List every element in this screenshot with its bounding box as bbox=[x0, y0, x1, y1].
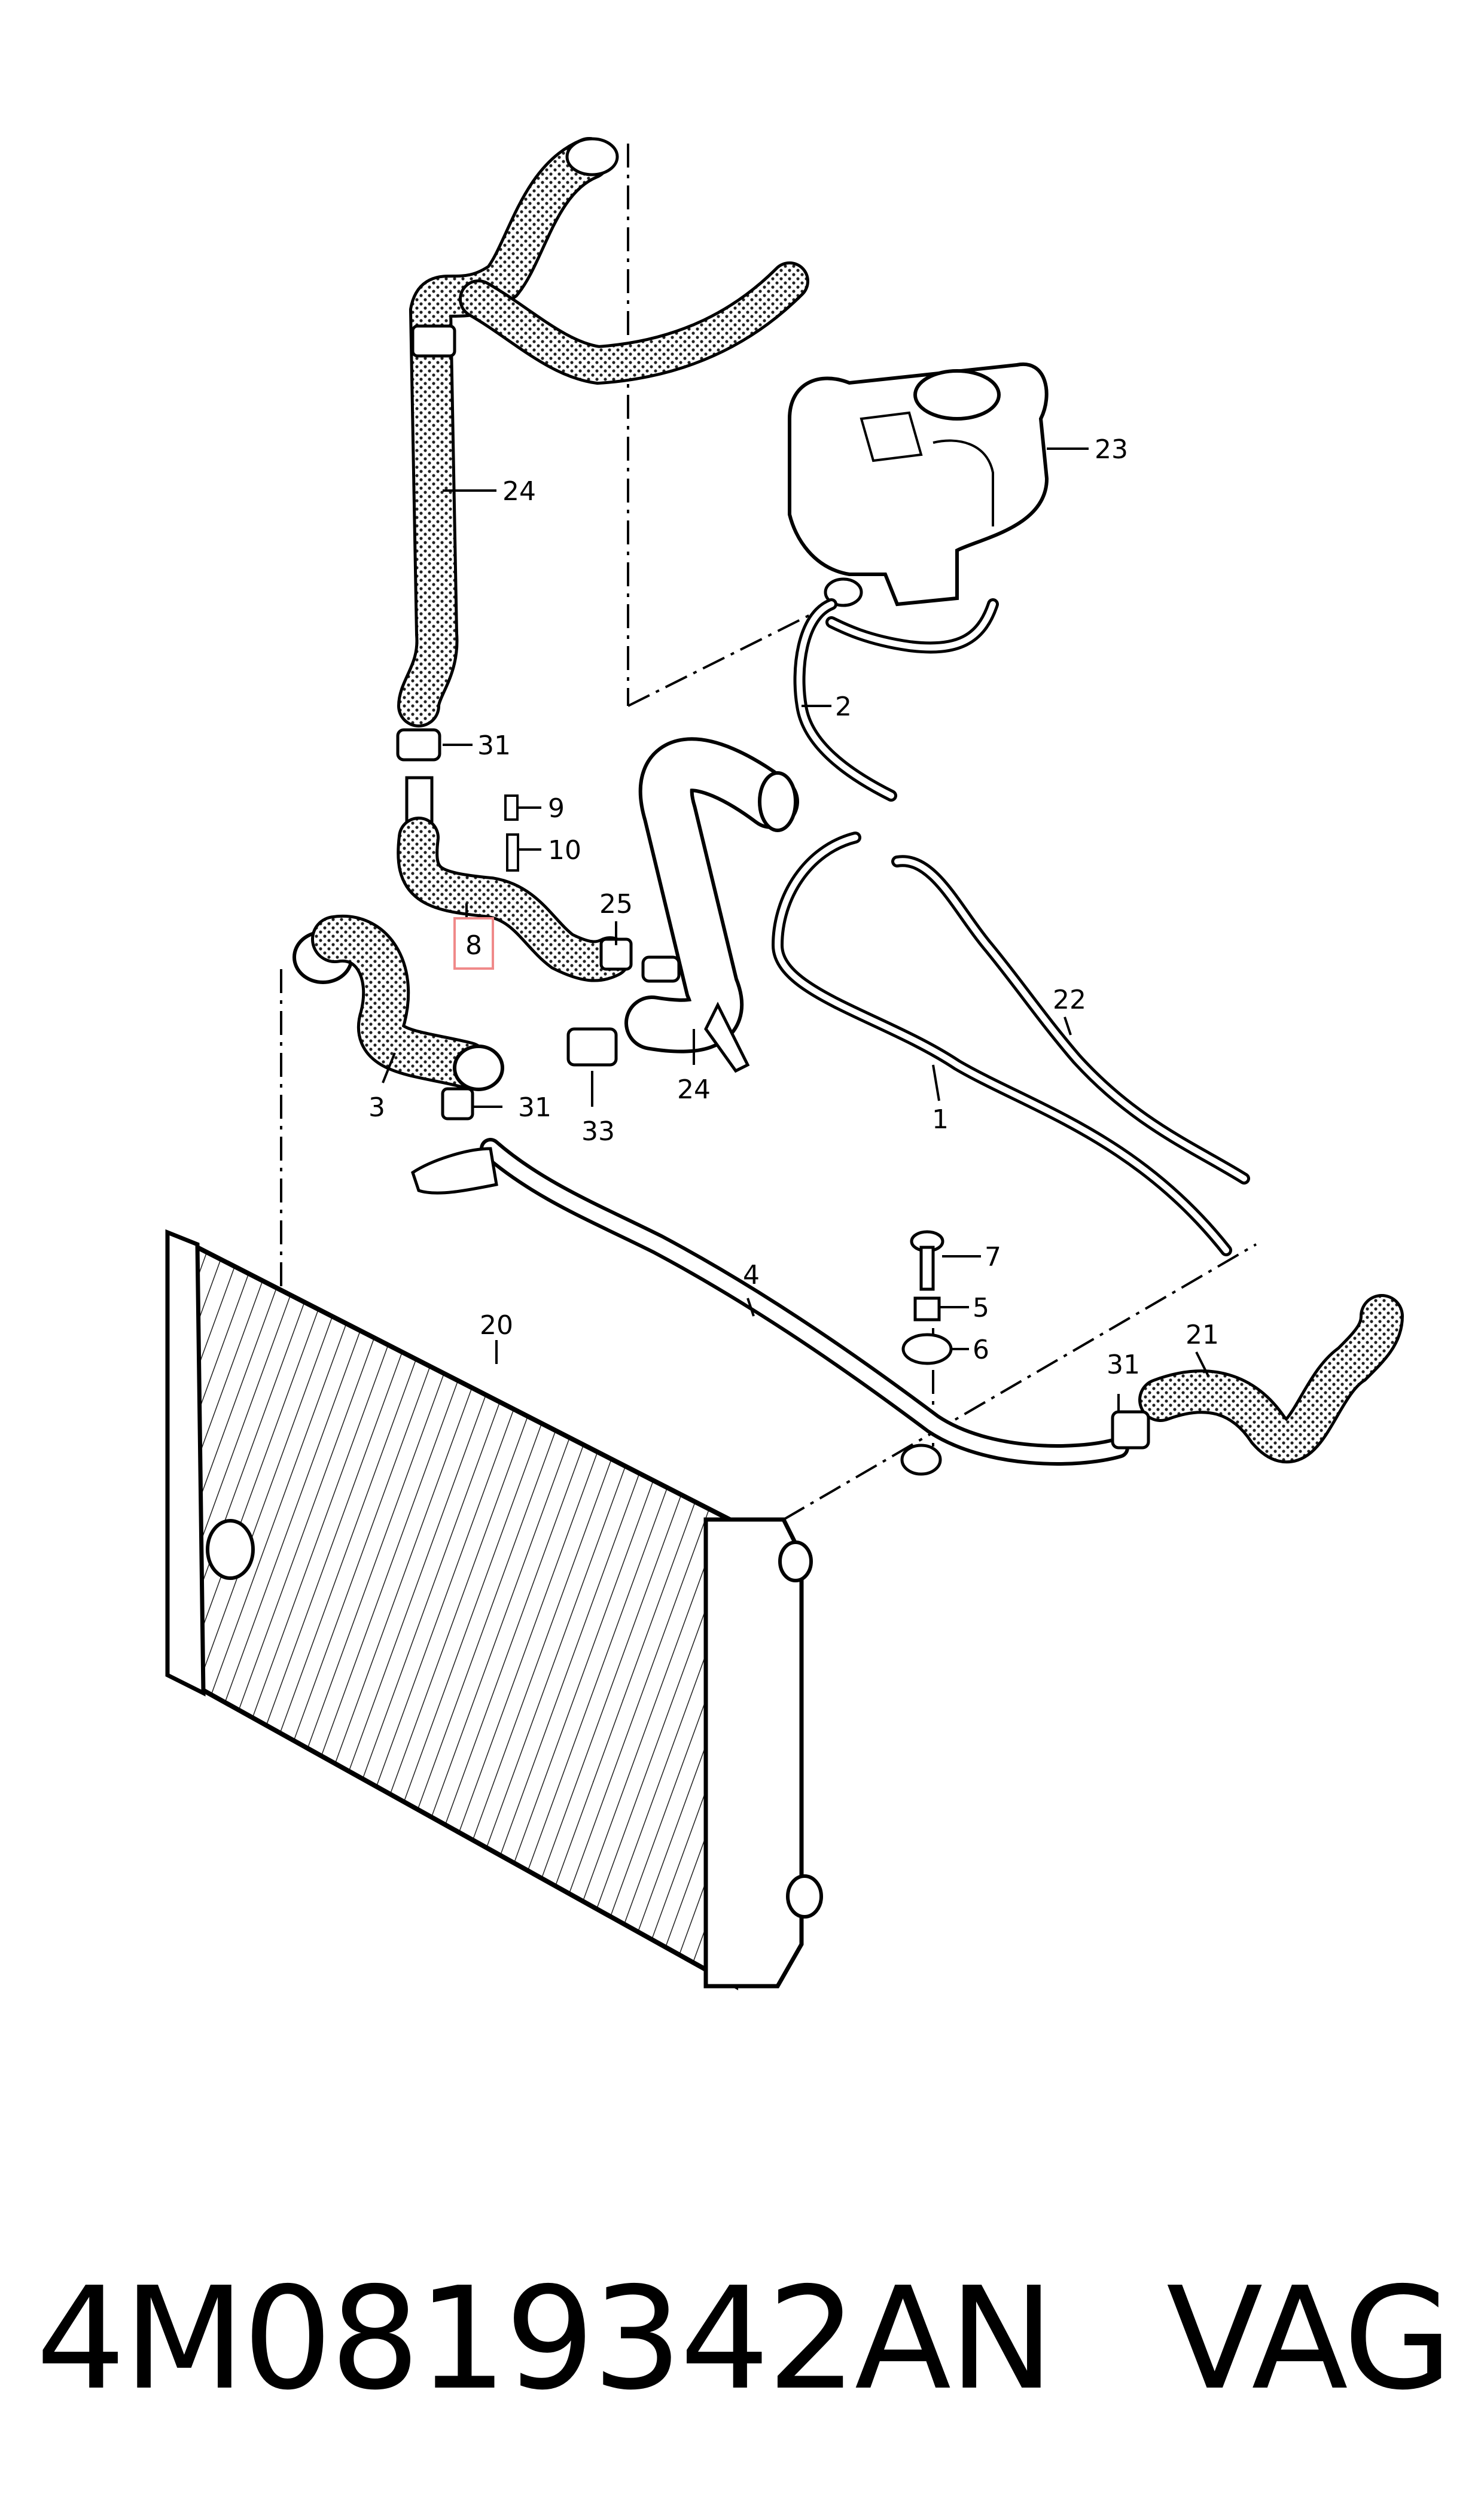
callout-4: 4 bbox=[743, 1260, 760, 1290]
callout-25: 24 bbox=[502, 476, 536, 507]
brand-name: VAG bbox=[1166, 2257, 1453, 2421]
callout-10: 10 bbox=[548, 835, 581, 866]
mounting-hardware bbox=[901, 1230, 953, 1365]
callout-3: 3 bbox=[368, 1092, 385, 1123]
coolant-hose-21 bbox=[1111, 1294, 1404, 1463]
radiator-20 bbox=[165, 1229, 823, 1990]
coolant-line-1-and-22-inner bbox=[774, 835, 1247, 1253]
callout-labels: 24 23 2 31 9 10 8 25 22 3 31 33 24 1 7 4… bbox=[368, 434, 1219, 1380]
callout-21: 21 bbox=[1186, 1320, 1219, 1350]
hose-8-assembly bbox=[396, 728, 681, 983]
callout-31-bottom: 31 bbox=[1107, 1350, 1140, 1380]
callout-33: 33 bbox=[581, 1116, 615, 1147]
coolant-line-1-and-22 bbox=[771, 832, 1250, 1256]
callout-24: 24 bbox=[677, 1074, 711, 1105]
coolant-hose-25 bbox=[397, 137, 809, 727]
coolant-pipe-4 bbox=[411, 1138, 1129, 1476]
callout-6: 6 bbox=[973, 1335, 989, 1365]
bleed-hose-2 bbox=[793, 598, 999, 802]
coolant-hose-3 bbox=[292, 914, 618, 1121]
expansion-tank-23 bbox=[788, 362, 1049, 607]
callout-9: 9 bbox=[548, 793, 565, 824]
bleed-hose-2-inner bbox=[796, 601, 996, 799]
callout-23: 23 bbox=[1095, 434, 1128, 465]
coolant-pipe-24 bbox=[624, 737, 799, 1073]
highlight-box bbox=[453, 917, 494, 970]
callout-32: 31 bbox=[477, 730, 511, 761]
callout-31-mid: 31 bbox=[518, 1092, 551, 1123]
part-number: 4M0819342AN bbox=[36, 2257, 1055, 2421]
callout-1: 1 bbox=[932, 1104, 949, 1135]
callout-7: 7 bbox=[985, 1242, 1001, 1272]
leader-lines bbox=[382, 447, 1209, 1412]
callout-31-top: 25 bbox=[599, 889, 633, 919]
callout-2: 2 bbox=[835, 692, 852, 722]
callout-22: 22 bbox=[1053, 985, 1086, 1015]
callout-8: 8 bbox=[465, 930, 482, 961]
callout-5: 5 bbox=[973, 1293, 989, 1323]
callout-20: 20 bbox=[480, 1310, 513, 1341]
